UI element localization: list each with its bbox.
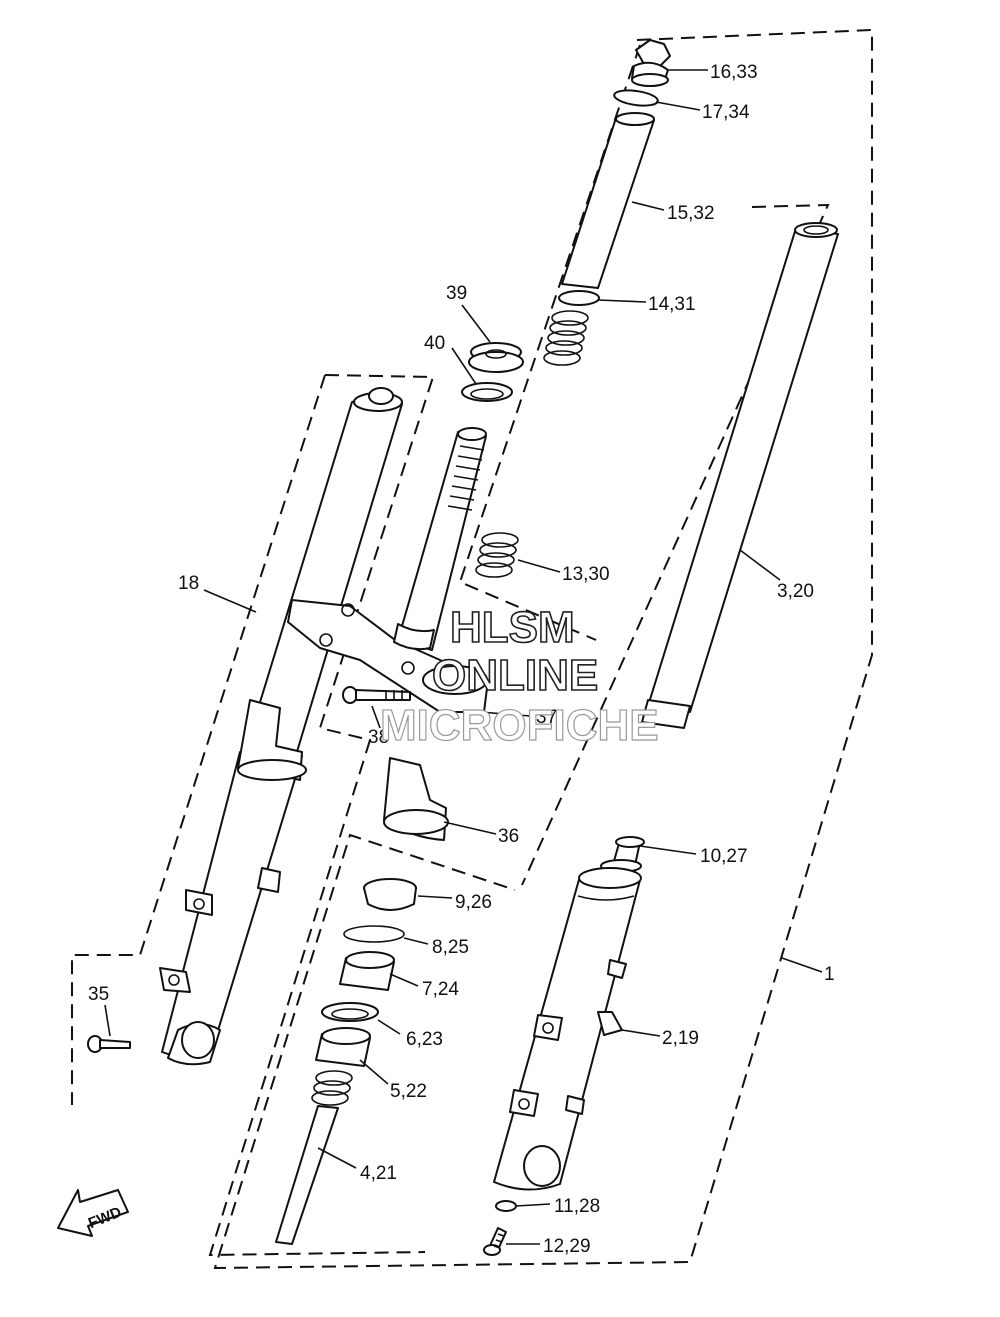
label-1: 1: [824, 964, 835, 985]
bolt-12: [483, 1227, 507, 1256]
dust-seal-7: [339, 951, 395, 991]
label-14-31: 14,31: [648, 294, 696, 315]
spacer-tube-15: [561, 112, 655, 289]
watermark: HLSM ONLINE MICROFICHE: [379, 602, 659, 750]
part-labels: 16,33 17,34 15,32 14,31 39 40 13,30 3,20…: [88, 62, 835, 1257]
label-10-27: 10,27: [700, 846, 748, 867]
label-9-26: 9,26: [455, 892, 492, 913]
leader-lines: [104, 69, 823, 1245]
label-7-24: 7,24: [422, 979, 459, 1000]
label-12-29: 12,29: [543, 1236, 591, 1257]
cap-bolt-16: [631, 39, 671, 87]
spring-upper: [543, 310, 589, 366]
washer-11: [495, 1200, 517, 1212]
forward-direction-arrow: FWD: [57, 1189, 129, 1237]
o-ring-17: [613, 89, 659, 107]
group-outline-right-inner: [458, 44, 830, 886]
label-40: 40: [424, 333, 445, 354]
group-outline-left-fork: [71, 374, 435, 1257]
label-8-25: 8,25: [432, 937, 469, 958]
oil-seal-9: [363, 878, 417, 911]
label-4-21: 4,21: [360, 1163, 397, 1184]
race-40: [461, 382, 513, 402]
washer-6: [321, 1002, 379, 1022]
bolt-38: [342, 686, 411, 704]
spring-13: [475, 532, 519, 578]
label-37: 37: [536, 707, 557, 728]
clip-8: [343, 925, 405, 943]
label-38: 38: [368, 727, 389, 748]
watermark-line-3: MICROFICHE: [380, 701, 659, 750]
label-39: 39: [446, 283, 467, 304]
label-2-19: 2,19: [662, 1028, 699, 1049]
label-11-28: 11,28: [554, 1196, 600, 1217]
inner-tube-3: [641, 222, 839, 729]
bearing-39: [468, 342, 524, 373]
damper-rod-4: [275, 1070, 353, 1245]
group-outline-right-fork: [213, 28, 873, 1270]
bolt-35: [87, 1035, 131, 1053]
label-15-32: 15,32: [667, 203, 715, 224]
label-5-22: 5,22: [390, 1081, 427, 1102]
left-fork-assembly: [159, 387, 403, 1066]
outer-tube-1: [493, 836, 645, 1191]
label-36: 36: [498, 826, 519, 847]
cover-36: [383, 757, 449, 841]
bushing-5: [315, 1027, 371, 1067]
watermark-line-2: ONLINE: [432, 651, 598, 700]
label-16-33: 16,33: [710, 62, 758, 83]
label-17-34: 17,34: [702, 102, 750, 123]
label-3-20: 3,20: [777, 581, 814, 602]
label-35: 35: [88, 984, 109, 1005]
washer-14: [558, 290, 600, 306]
label-13-30: 13,30: [562, 564, 610, 585]
watermark-line-1: HLSM: [450, 603, 575, 652]
label-18: 18: [178, 573, 199, 594]
label-6-23: 6,23: [406, 1029, 443, 1050]
steering-bracket: [287, 427, 489, 713]
